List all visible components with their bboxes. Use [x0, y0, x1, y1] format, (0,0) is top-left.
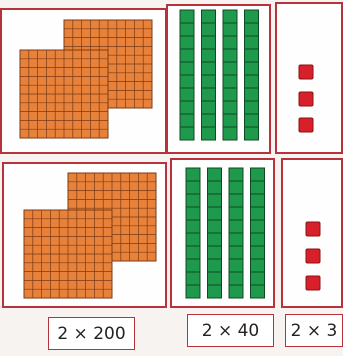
- one-cube: [299, 92, 313, 106]
- ten-rod: [229, 168, 243, 298]
- ten-rod: [245, 10, 259, 140]
- one-cube: [299, 118, 313, 132]
- ten-rod: [202, 10, 216, 140]
- hundreds-label: 2 × 200: [48, 317, 135, 350]
- ten-rod: [186, 168, 200, 298]
- ones-label: 2 × 3: [285, 314, 343, 347]
- tens-label: 2 × 40: [187, 314, 274, 347]
- one-cube: [299, 65, 313, 79]
- hundred-flat: [24, 210, 112, 298]
- one-cube: [306, 249, 320, 263]
- ten-rod: [251, 168, 265, 298]
- ten-rod: [208, 168, 222, 298]
- ten-rod: [223, 10, 237, 140]
- one-cube: [306, 222, 320, 236]
- ten-rod: [180, 10, 194, 140]
- one-cube: [306, 276, 320, 290]
- hundred-flat: [20, 50, 108, 138]
